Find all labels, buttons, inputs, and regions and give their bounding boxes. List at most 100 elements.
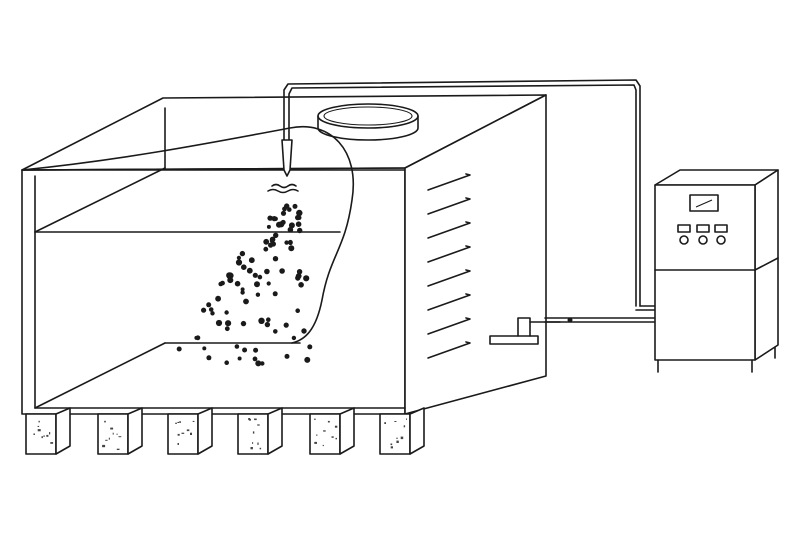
bubble — [288, 245, 295, 252]
bubble — [240, 290, 245, 295]
vent-louver — [427, 317, 471, 335]
bubble — [224, 326, 230, 332]
wood-grain-speck — [384, 422, 386, 424]
wood-grain-speck — [335, 437, 337, 440]
bubble — [240, 287, 245, 292]
wood-grain-speck — [249, 418, 251, 421]
wood-grain-speck — [190, 432, 192, 435]
wood-grain-speck — [108, 437, 110, 440]
bubble — [288, 239, 293, 245]
bubble — [248, 257, 255, 264]
bubble — [225, 320, 232, 327]
gas-delivery-hose — [283, 79, 656, 323]
wood-grain-speck — [314, 441, 317, 444]
vent-louver — [427, 197, 471, 215]
wood-grain-speck — [257, 424, 260, 426]
bubble — [215, 319, 223, 327]
wood-grain-speck — [179, 421, 181, 423]
wood-grain-speck — [331, 436, 334, 438]
bubble — [239, 250, 246, 257]
bubble — [272, 256, 279, 262]
bubble — [295, 308, 301, 314]
wood-grain-speck — [394, 421, 397, 422]
wood-grain-speck — [37, 425, 40, 427]
bubble — [280, 219, 286, 225]
cutaway-curve — [21, 125, 355, 344]
bubble — [263, 246, 269, 252]
tank-front-face — [21, 169, 406, 415]
bubble — [272, 291, 278, 297]
wood-grain-speck — [257, 442, 259, 445]
tank-lid — [317, 103, 419, 141]
wood-grain-speck — [177, 443, 179, 445]
bubble — [268, 242, 274, 248]
wood-grain-speck — [323, 430, 326, 432]
wood-grain-speck — [396, 437, 398, 439]
bubble — [273, 232, 279, 238]
wood-grain-speck — [41, 436, 43, 439]
bubble — [210, 311, 215, 316]
wood-grain-speck — [46, 434, 49, 437]
wood-grain-speck — [390, 446, 393, 449]
bubble — [236, 255, 241, 260]
support-block — [25, 407, 71, 455]
wood-grain-speck — [116, 433, 118, 435]
control-knob — [677, 224, 691, 245]
support-block — [309, 407, 355, 455]
tank-right-face — [404, 94, 547, 415]
bubble — [284, 203, 290, 209]
bubble — [260, 361, 265, 366]
bubble — [296, 215, 302, 220]
wood-grain-speck — [110, 427, 114, 430]
bubble — [296, 269, 303, 275]
bubble — [215, 295, 222, 302]
wood-grain-speck — [327, 420, 330, 423]
wood-grain-speck — [175, 422, 177, 424]
side-vent-louvers — [427, 173, 471, 359]
wood-grain-speck — [33, 433, 35, 435]
vent-louver — [427, 293, 471, 311]
bubble — [226, 272, 233, 279]
support-block — [379, 407, 425, 455]
wood-grain-speck — [254, 418, 257, 421]
bubble — [269, 238, 274, 243]
bubble — [303, 275, 310, 282]
vent-louver — [427, 173, 471, 191]
bubble — [266, 224, 271, 229]
bubble — [227, 277, 234, 284]
vent-louver — [427, 221, 471, 239]
bubble — [284, 353, 290, 359]
control-knobs — [677, 224, 728, 245]
wood-grain-speck — [177, 433, 180, 436]
bubble — [276, 221, 282, 228]
vent-louver — [427, 269, 471, 287]
bubble — [291, 335, 297, 341]
bubble — [242, 347, 248, 353]
bubble — [234, 344, 240, 349]
bubble — [206, 355, 212, 361]
wood-grain-speck — [50, 442, 54, 444]
wood-grain-speck — [322, 444, 324, 447]
bubble — [176, 346, 182, 352]
wood-grain-speck — [406, 418, 407, 420]
bubble — [301, 328, 307, 334]
bubble — [287, 207, 292, 212]
wood-grain-speck — [252, 442, 254, 444]
bubble — [292, 203, 298, 209]
gauge-meter — [689, 194, 719, 212]
bubble — [234, 280, 241, 287]
wood-grain-speck — [259, 447, 262, 450]
wood-grain-speck — [102, 444, 106, 448]
bubble — [280, 210, 287, 216]
support-block — [167, 407, 213, 455]
bubble — [307, 344, 313, 350]
bubble — [255, 360, 262, 367]
bubble — [253, 347, 259, 353]
control-knob — [696, 224, 710, 245]
bubble — [224, 310, 229, 315]
bubble — [252, 356, 258, 362]
wood-grain-speck — [43, 435, 45, 437]
bubble — [241, 264, 247, 271]
wooden-support-blocks — [25, 407, 425, 455]
